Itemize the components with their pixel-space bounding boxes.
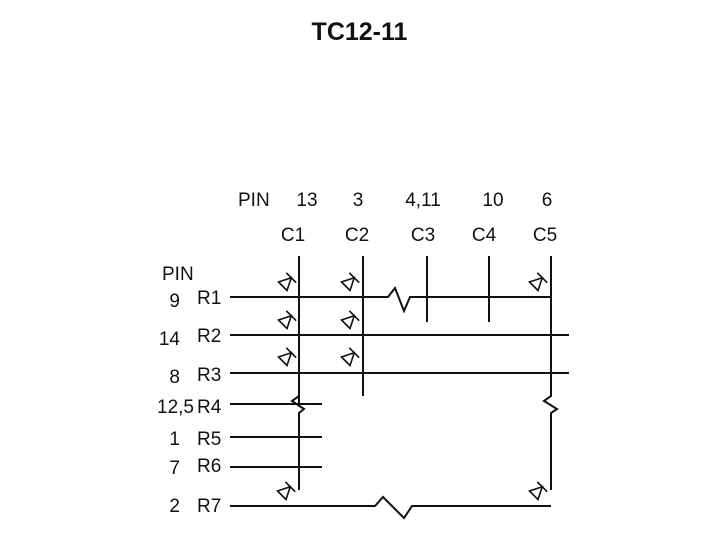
diode-c5-r7: [528, 481, 548, 501]
row-name-r1: R1: [197, 288, 221, 309]
diode-c2-r3: [340, 347, 360, 367]
row-name-r7: R7: [197, 496, 221, 517]
row-pin-r1: 9: [169, 291, 180, 312]
diodes: [276, 272, 548, 501]
row-name-r3: R3: [197, 365, 221, 386]
column-pin-c5: 6: [542, 190, 553, 211]
wire-r7: [230, 495, 551, 520]
diode-c1-r3: [277, 347, 297, 367]
diagram-title: TC12-11: [311, 18, 408, 46]
row-wires: [230, 285, 569, 520]
row-name-r5: R5: [197, 429, 221, 450]
diode-c2-r2: [340, 310, 360, 330]
column-name-c4: C4: [472, 225, 497, 246]
row-pin-header: PIN: [162, 264, 194, 285]
row-pin-r5: 1: [169, 429, 180, 450]
column-pin-c1: 13: [296, 190, 317, 211]
diode-c5-r1: [528, 272, 548, 292]
jog-c5-down: [542, 380, 559, 490]
row-name-r2: R2: [197, 326, 221, 347]
column-name-c2: C2: [345, 225, 369, 246]
diode-c1-r7: [276, 481, 296, 501]
row-pin-r4: 12,5: [157, 397, 194, 418]
row-name-r4: R4: [197, 397, 222, 418]
column-wires: [298, 256, 552, 405]
column-pin-c3: 4,11: [405, 190, 441, 211]
row-name-r6: R6: [197, 456, 221, 477]
crossover-jogs: [290, 380, 559, 490]
column-name-c3: C3: [411, 225, 435, 246]
row-pin-r6: 7: [169, 458, 180, 479]
row-pin-r3: 8: [169, 367, 180, 388]
diode-c2-r1: [340, 272, 360, 292]
diode-c1-r2: [277, 310, 297, 330]
column-pin-c4: 10: [482, 190, 503, 211]
column-pin-c2: 3: [353, 190, 364, 211]
diode-c1-r1: [277, 272, 297, 292]
row-pin-r2: 14: [159, 329, 181, 350]
column-pin-header: PIN: [238, 190, 270, 211]
wire-r1: [230, 285, 551, 314]
column-name-c5: C5: [533, 225, 557, 246]
jog-c1-r4: [290, 390, 306, 490]
column-name-c1: C1: [281, 225, 305, 246]
row-pin-r7: 2: [169, 496, 180, 517]
